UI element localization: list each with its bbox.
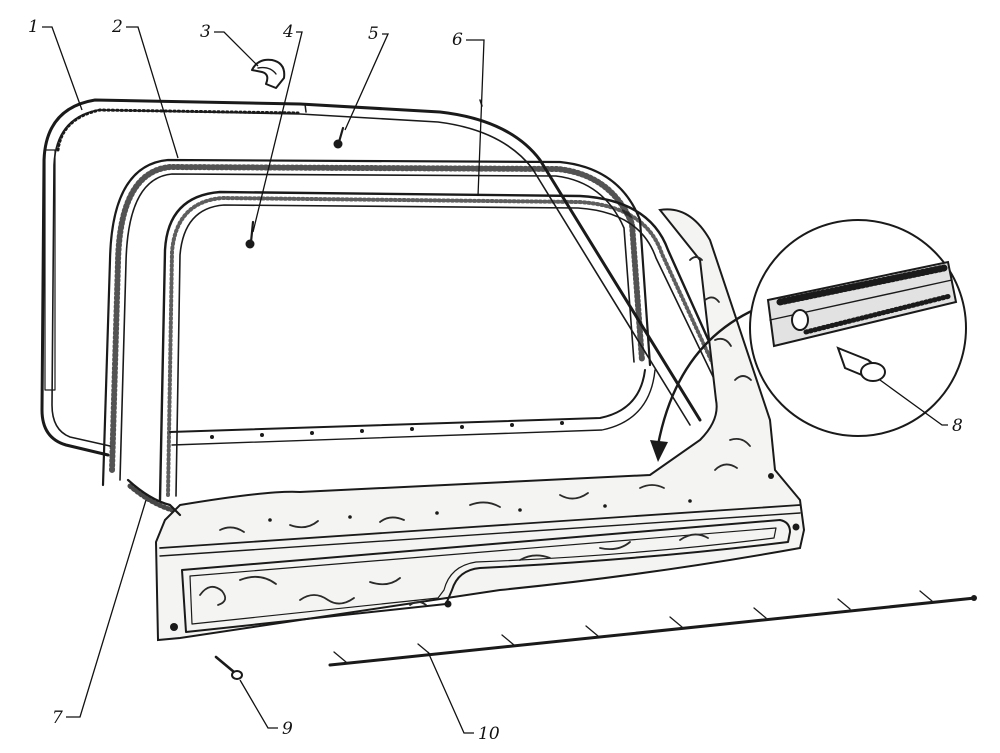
callout-3: 3 [200,22,211,42]
callout-6: 6 [452,30,463,50]
part-2-felt-seal [101,158,652,487]
callout-7: 7 [52,708,63,728]
leader-lines [42,26,948,734]
part-4-screw [245,220,255,249]
callout-9: 9 [282,719,293,739]
callout-5: 5 [368,24,379,44]
frame-rivet-holes [210,421,564,439]
part-10-strip-rod [328,590,977,667]
callout-1: 1 [28,17,39,37]
callout-10: 10 [478,724,500,744]
callout-2: 2 [111,17,123,37]
part-1-outer-channel-frame [40,98,702,457]
part-9-screw [214,655,243,680]
door-trim-panel [154,208,806,642]
callout-labels: 1 2 3 4 5 6 7 8 9 10 [28,17,963,744]
callout-8: 8 [952,416,963,436]
callout-4: 4 [282,22,294,42]
part-7-lower-seal [126,478,182,517]
part-8-detail-inset [749,219,967,437]
part-6-inner-window-frame [158,190,744,502]
part-3-clip [251,58,286,89]
part-5-screw [333,126,345,149]
panel-texture [199,256,752,606]
